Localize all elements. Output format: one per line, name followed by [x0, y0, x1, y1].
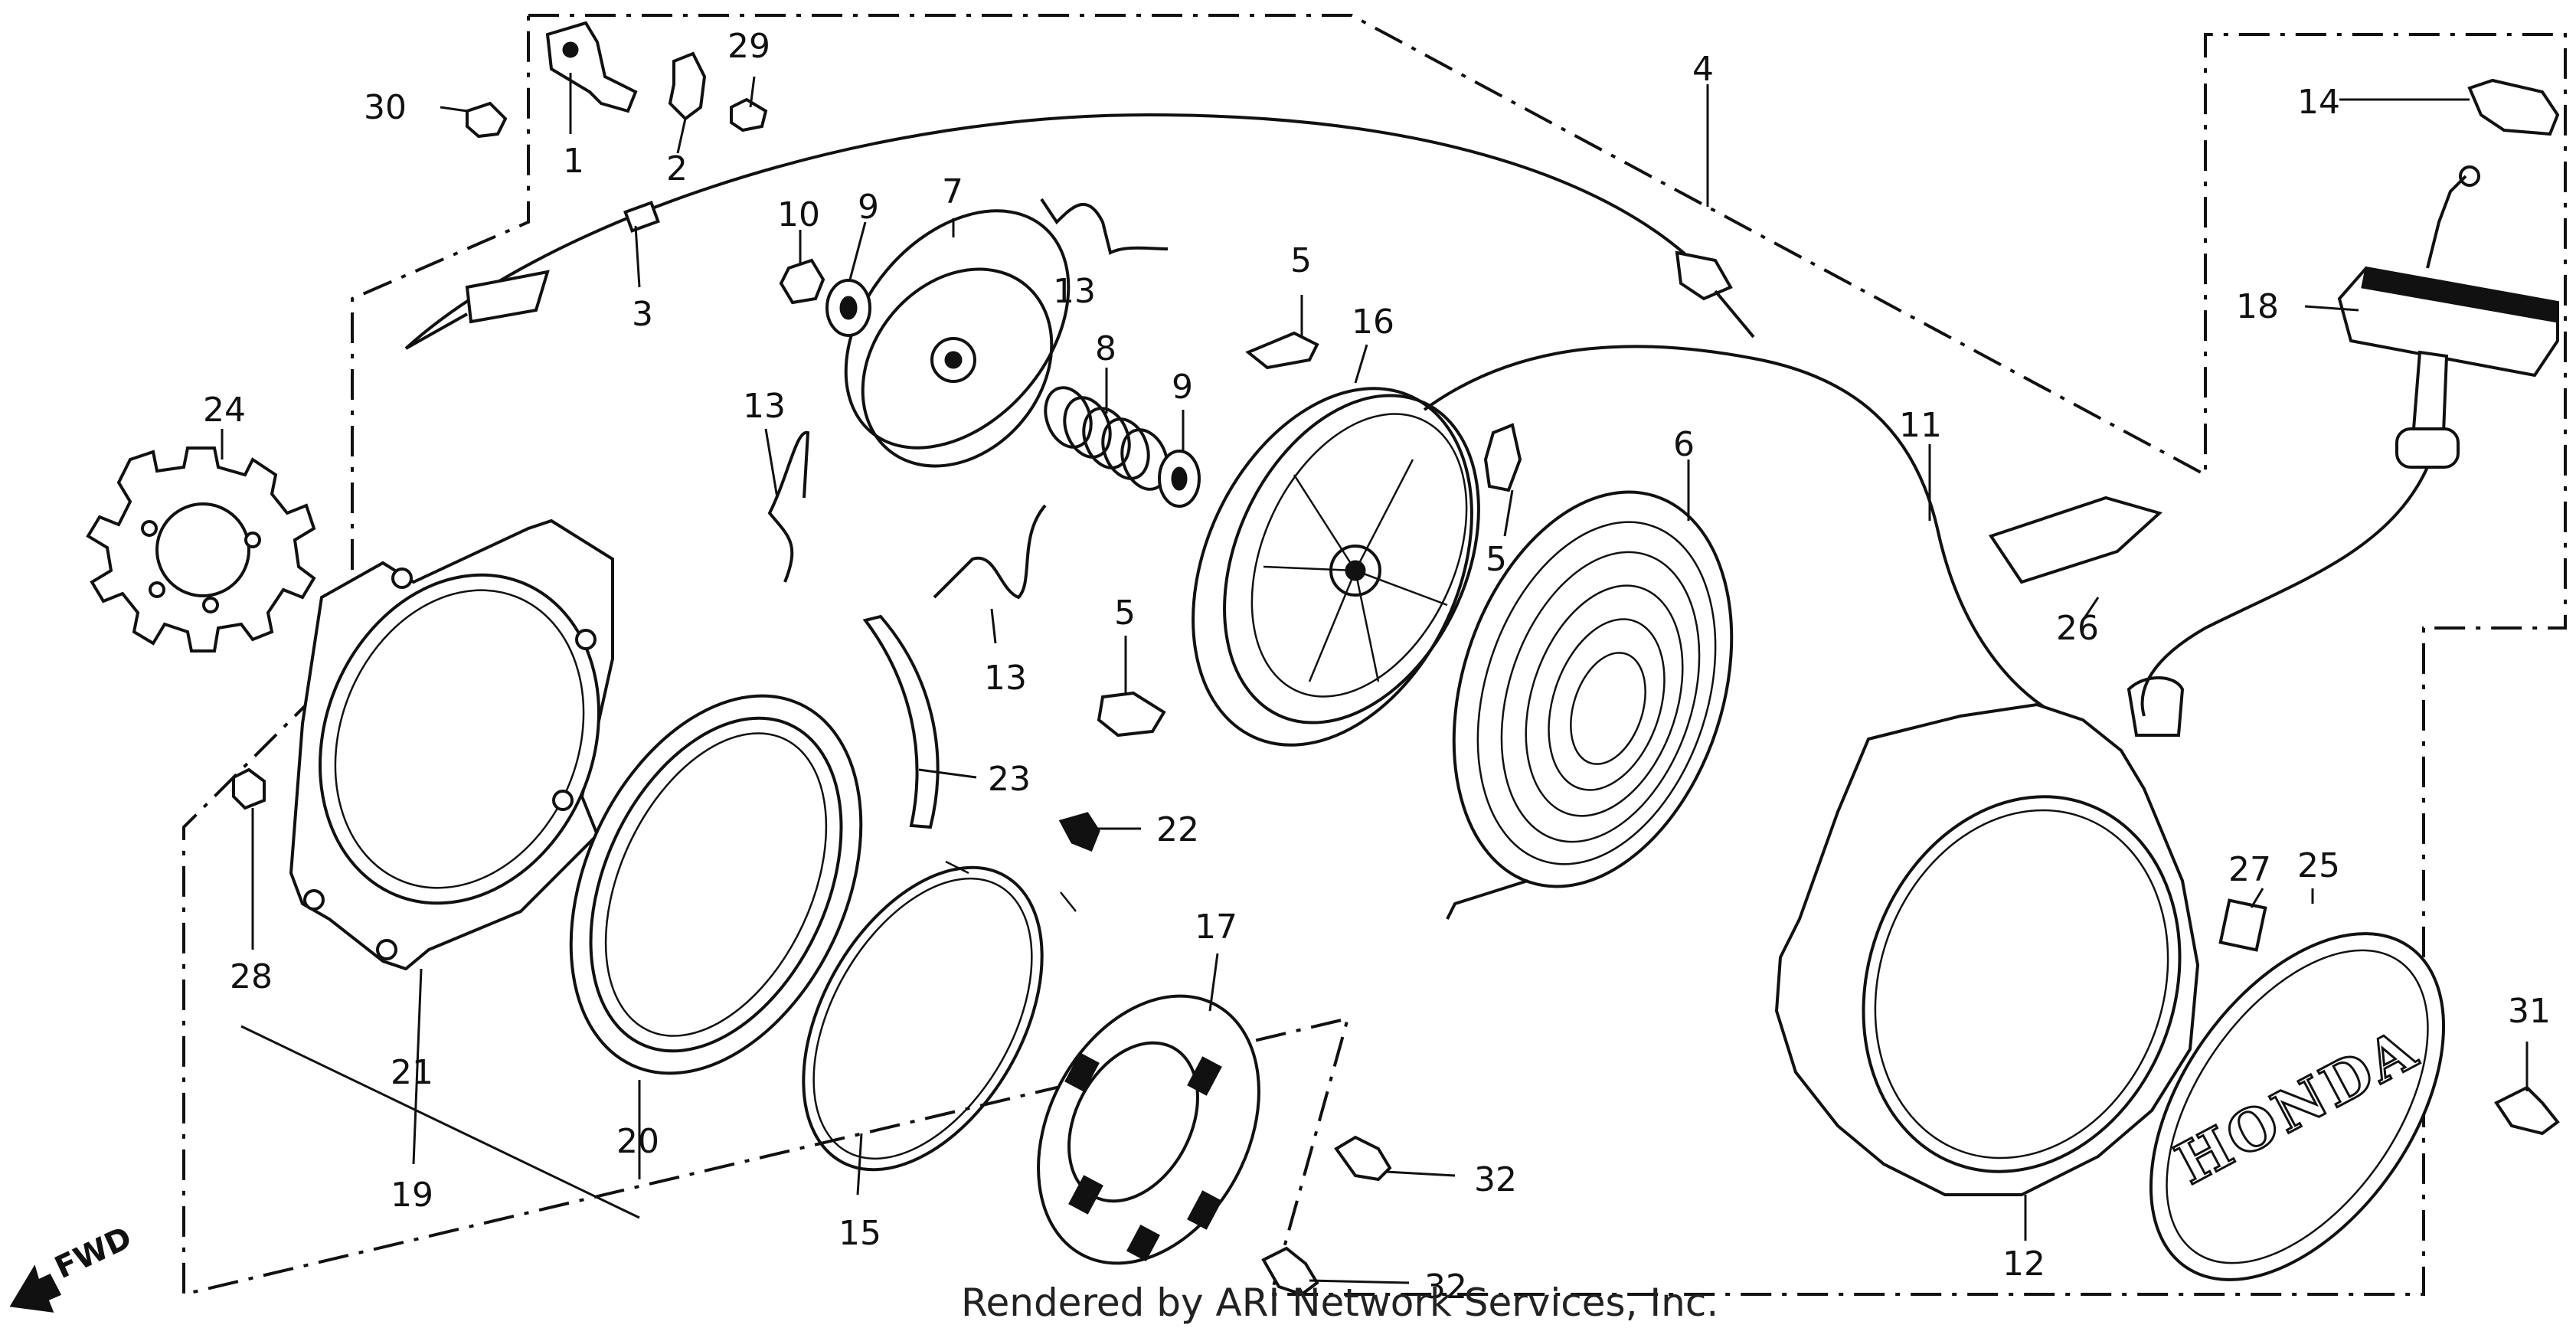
part-18-handle-grip: [2140, 266, 2559, 717]
label-1: 1: [563, 142, 584, 181]
part-7-ratchet-plate: [844, 209, 1071, 468]
label-28: 28: [230, 957, 273, 996]
part-16-reel: [1192, 387, 1480, 747]
part-13-spring-b: [933, 504, 1047, 600]
label-13c: 13: [1053, 272, 1096, 311]
label-3: 3: [632, 295, 653, 334]
label-30: 30: [364, 88, 407, 127]
label-16: 16: [1352, 303, 1394, 342]
label-7: 7: [942, 172, 963, 211]
label-6: 6: [1673, 425, 1695, 464]
part-3-cable-end: [465, 270, 550, 324]
leader-lines: [221, 73, 2529, 1284]
label-24: 24: [203, 391, 246, 430]
part-13-spring-c: [1040, 198, 1169, 255]
part-15-friction-spring: [802, 860, 1077, 1172]
part-8-spring: [1044, 386, 1169, 491]
part-27-small-label: [2218, 898, 2267, 952]
fwd-label: FWD: [50, 1220, 137, 1286]
label-26: 26: [2056, 609, 2099, 648]
part-2-clamp: [668, 51, 707, 121]
label-20: 20: [616, 1122, 659, 1161]
label-13a: 13: [743, 387, 786, 426]
part-24-plate: [86, 446, 316, 653]
part-28-bolt: [232, 767, 266, 810]
label-5a: 5: [1290, 241, 1312, 280]
label-9a: 9: [858, 188, 879, 227]
label-15: 15: [839, 1214, 881, 1253]
part-labels: 1 2 3 4 5 5 5 6 7 8 9 9 10 11 12 13 13 1…: [203, 27, 2551, 1307]
fwd-indicator: FWD: [9, 1220, 137, 1313]
part-32-bolt-b: [1261, 1246, 1319, 1297]
label-4: 4: [1692, 50, 1714, 89]
part-5-pawl-a: [1245, 331, 1319, 370]
part-21-guide-plate: [289, 518, 614, 971]
label-14: 14: [2297, 83, 2340, 122]
part-5-pawl-b: [1483, 423, 1522, 492]
part-20-ring-housing: [569, 694, 863, 1075]
part-5-pawl-c: [1097, 691, 1166, 738]
label-18: 18: [2236, 287, 2279, 326]
part-13-spring-a: [767, 430, 810, 583]
part-25-honda-emblem: HONDA: [2149, 932, 2446, 1281]
part-4-cable: [404, 113, 1702, 350]
part-1-bracket: [545, 21, 638, 113]
part-32-bolt-a: [1334, 1135, 1392, 1182]
label-8: 8: [1095, 329, 1116, 368]
label-23: 23: [988, 760, 1031, 799]
part-26-label: [1988, 496, 2163, 584]
label-32a: 32: [1474, 1160, 1517, 1199]
label-19: 19: [391, 1176, 433, 1215]
part-31-bolt: [2494, 1085, 2560, 1136]
part-10-nut: [779, 258, 825, 305]
part-29-bolt: [730, 97, 768, 132]
label-9b: 9: [1172, 368, 1193, 407]
label-5c: 5: [1114, 594, 1136, 633]
label-13b: 13: [984, 659, 1027, 698]
label-2: 2: [666, 149, 688, 188]
part-17-ratchet-cup: [1037, 994, 1260, 1265]
label-22: 22: [1156, 810, 1199, 849]
watermark-text: Rendered by ARI Network Services, Inc.: [961, 1281, 1718, 1325]
part-23-brake-strip: [862, 614, 940, 829]
label-27: 27: [2228, 850, 2271, 889]
label-29: 29: [727, 27, 770, 66]
part-11-starter-rope: [1423, 345, 2054, 714]
part-14-handle-cap: [2467, 78, 2560, 136]
label-12: 12: [2002, 1245, 2045, 1284]
label-25: 25: [2297, 846, 2340, 885]
label-5b: 5: [1486, 540, 1507, 579]
part-6-recoil-spring: [1446, 490, 1734, 920]
part-12-starter-case: [1774, 676, 2200, 1196]
label-11: 11: [1899, 406, 1942, 445]
label-10: 10: [777, 195, 820, 234]
label-17: 17: [1195, 908, 1237, 947]
fwd-arrow-icon: [9, 1264, 62, 1313]
assembly-boundary: [182, 14, 2567, 1297]
part-30-bolt: [466, 101, 508, 139]
label-31: 31: [2508, 992, 2551, 1031]
label-32b: 32: [1424, 1267, 1467, 1307]
label-21: 21: [391, 1053, 433, 1092]
part-22-clip: [1058, 812, 1100, 852]
